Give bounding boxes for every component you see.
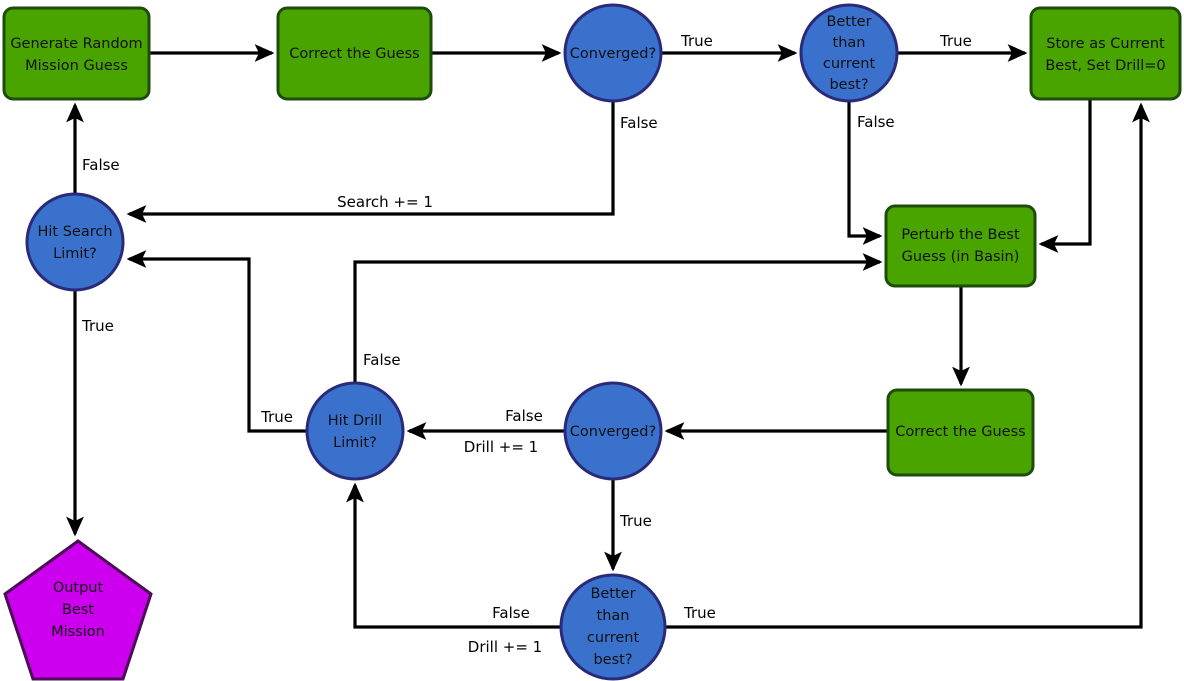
node-converged-top[interactable]: Converged? xyxy=(563,3,663,103)
edge-label-hit-drill-false: False xyxy=(363,351,401,369)
node-shape-process[interactable] xyxy=(886,388,1035,477)
edge-label-drill-increment-b: Drill += 1 xyxy=(468,638,542,656)
edges-layer xyxy=(66,44,1150,629)
node-better-than-current-best-bottom[interactable]: Better than current best? xyxy=(559,573,667,681)
edge-label-converged-bottom-true: True xyxy=(619,512,652,530)
node-shape-process[interactable] xyxy=(1029,6,1182,101)
edge-label-converged-top-false: False xyxy=(620,114,658,132)
edge-label-converged-top-true: True xyxy=(680,32,713,50)
edge-converged-false-to-hit-search xyxy=(126,101,615,223)
node-perturb-the-best-guess[interactable]: Perturb the Best Guess (in Basin) xyxy=(884,204,1037,288)
node-converged-bottom[interactable]: Converged? xyxy=(563,381,663,481)
edge-better-false-to-perturb xyxy=(847,101,883,245)
nodes-layer: Generate Random Mission Guess Correct th… xyxy=(2,3,1182,681)
edge-label-better-bottom-false: False xyxy=(492,604,530,622)
edge-label-better-top-false: False xyxy=(857,113,895,131)
edge-label-better-bottom-true: True xyxy=(683,604,716,622)
node-generate-random-mission-guess[interactable]: Generate Random Mission Guess xyxy=(2,6,151,101)
node-output-best-mission[interactable]: Output Best Mission xyxy=(3,539,153,681)
node-correct-the-guess-top[interactable]: Correct the Guess xyxy=(276,6,433,101)
edge-label-drill-increment-a: Drill += 1 xyxy=(464,438,538,456)
node-shape-terminal[interactable] xyxy=(3,539,153,681)
node-shape-decision[interactable] xyxy=(25,192,125,292)
node-shape-decision[interactable] xyxy=(799,3,899,103)
edge-labels-layer: True True False False Search += 1 False … xyxy=(81,32,972,656)
node-shape-process[interactable] xyxy=(884,204,1037,288)
node-hit-drill-limit[interactable]: Hit Drill Limit? xyxy=(305,381,405,481)
node-better-than-current-best-top[interactable]: Better than current best? xyxy=(799,3,899,103)
node-shape-process[interactable] xyxy=(2,6,151,101)
node-shape-decision[interactable] xyxy=(563,3,663,103)
node-shape-process[interactable] xyxy=(276,6,433,101)
edge-hit-drill-false-to-perturb xyxy=(353,253,883,383)
edge-store-to-perturb xyxy=(1038,99,1092,253)
edge-label-hit-search-true: True xyxy=(81,317,114,335)
node-shape-decision[interactable] xyxy=(305,381,405,481)
edge-better-bottom-false-to-hit-drill xyxy=(346,482,561,629)
node-hit-search-limit[interactable]: Hit Search Limit? xyxy=(25,192,125,292)
node-shape-decision[interactable] xyxy=(559,573,667,681)
edge-label-hit-drill-true: True xyxy=(260,408,293,426)
node-correct-the-guess-bottom[interactable]: Correct the Guess xyxy=(886,388,1035,477)
edge-label-better-top-true: True xyxy=(939,32,972,50)
edge-hit-drill-true-to-hit-search xyxy=(126,250,307,433)
edge-label-hit-search-false: False xyxy=(82,156,120,174)
node-shape-decision[interactable] xyxy=(563,381,663,481)
edge-label-search-increment: Search += 1 xyxy=(337,193,433,211)
edge-label-converged-bottom-false: False xyxy=(505,407,543,425)
node-store-as-current-best[interactable]: Store as Current Best, Set Drill=0 xyxy=(1029,6,1182,101)
edge-better-bottom-true-to-store xyxy=(665,102,1150,629)
